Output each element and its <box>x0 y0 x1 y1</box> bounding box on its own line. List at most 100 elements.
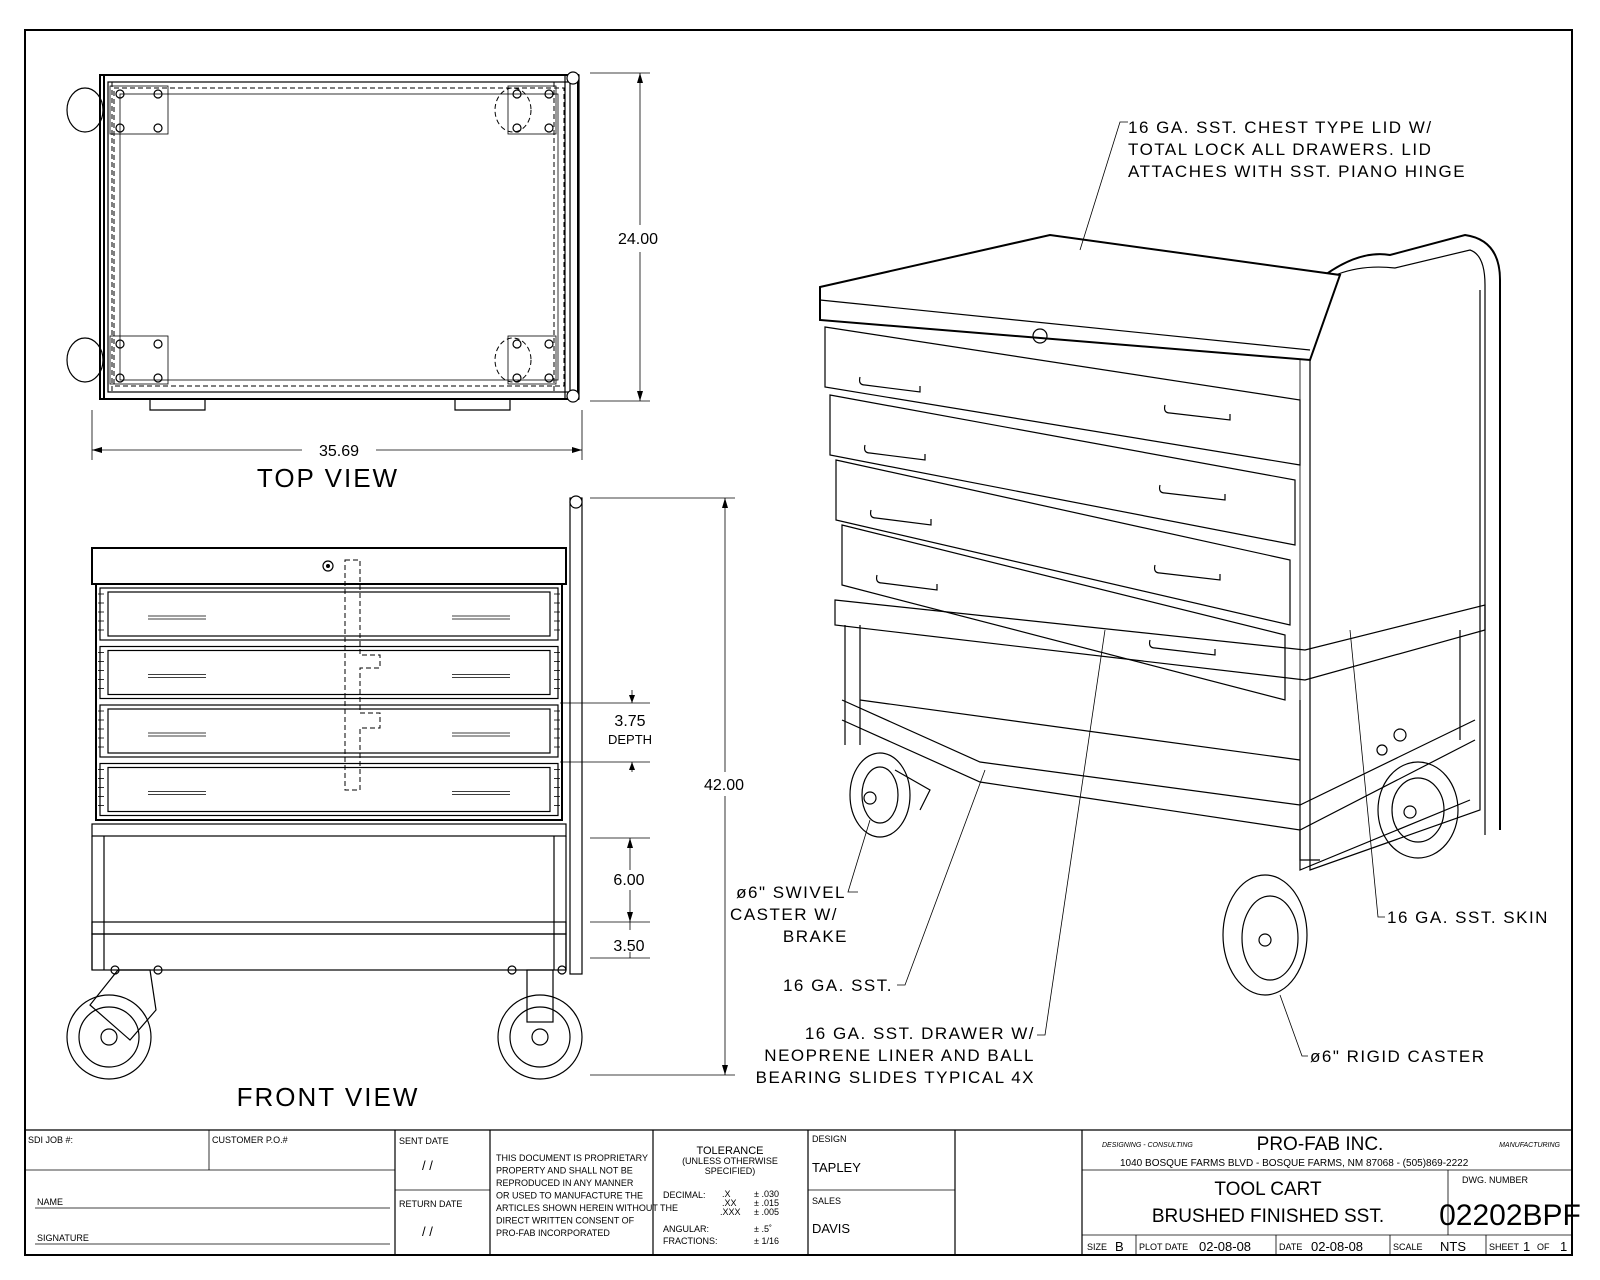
drawer-handle <box>148 732 206 737</box>
dim-bottom-section: 6.00 <box>613 872 644 889</box>
drawing-title-2: BRUSHED FINISHED SST. <box>1152 1206 1384 1227</box>
proprietary-line: ARTICLES SHOWN HEREIN WITHOUT THE <box>496 1203 678 1213</box>
plot-date-value: 02-08-08 <box>1199 1239 1251 1254</box>
callout-swivel-2: CASTER W/ <box>730 905 838 924</box>
sales-value: DAVIS <box>812 1221 850 1236</box>
proprietary-line: PROPERTY AND SHALL NOT BE <box>496 1166 633 1176</box>
proprietary-line: DIRECT WRITTEN CONSENT OF <box>496 1216 635 1226</box>
size-label: SIZE <box>1087 1242 1107 1252</box>
iso-drawer <box>835 459 1291 626</box>
sheet-border <box>24 29 1573 1256</box>
company-name: PRO-FAB INC. <box>1257 1134 1384 1155</box>
lock-icon-iso <box>1032 328 1048 344</box>
callout-rigid: ø6" RIGID CASTER <box>1310 1047 1486 1066</box>
proprietary-line: OR USED TO MANUFACTURE THE <box>496 1191 643 1201</box>
callout-swivel-1: ø6" SWIVEL <box>736 883 846 902</box>
front-drawer <box>98 704 560 758</box>
sheet-label: SHEET <box>1489 1242 1520 1252</box>
iso-drawer <box>824 326 1301 466</box>
dim-overall-height: 42.00 <box>704 777 744 794</box>
return-date-value: / / <box>422 1224 433 1239</box>
drawer-handle <box>452 732 510 737</box>
decimal-label: DECIMAL: <box>663 1190 706 1200</box>
drawer-handle <box>1148 639 1216 656</box>
size-value: B <box>1115 1239 1124 1254</box>
angular-value: ± .5˚ <box>754 1224 772 1234</box>
front-drawer <box>98 587 560 641</box>
title-block: SDI JOB #: CUSTOMER P.O.# NAME SIGNATURE… <box>25 1129 1581 1255</box>
sent-date-label: SENT DATE <box>399 1136 449 1146</box>
angular-label: ANGULAR: <box>663 1224 709 1234</box>
proprietary-line: THIS DOCUMENT IS PROPRIETARY <box>496 1153 648 1163</box>
return-date-label: RETURN DATE <box>399 1199 462 1209</box>
name-label: NAME <box>37 1197 63 1207</box>
drawer-handle <box>869 509 932 526</box>
top-view-title: TOP VIEW <box>257 463 399 493</box>
design-label: DESIGN <box>812 1134 847 1144</box>
drawer-handle <box>452 791 510 795</box>
lock-icon <box>322 560 334 572</box>
fractions-value: ± 1/16 <box>754 1236 779 1246</box>
dim-drawer-depth: 3.75 <box>614 713 645 730</box>
isometric-view <box>819 233 1501 996</box>
design-value: TAPLEY <box>812 1160 861 1175</box>
callout-swivel-3: BRAKE <box>783 927 848 946</box>
callouts: 16 GA. SST. CHEST TYPE LID W/ TOTAL LOCK… <box>730 118 1549 1087</box>
tolerance-sub-1: (UNLESS OTHERWISE <box>682 1156 778 1166</box>
drawer-handle <box>148 674 206 678</box>
sent-date-value: / / <box>422 1158 433 1173</box>
callout-drawer-3: BEARING SLIDES TYPICAL 4X <box>756 1068 1035 1087</box>
callout-lid-1: 16 GA. SST. CHEST TYPE LID W/ <box>1128 118 1433 137</box>
drawer-handle <box>858 376 921 393</box>
drawer-handle <box>452 674 510 678</box>
scale-label: SCALE <box>1393 1242 1423 1252</box>
callout-drawer-1: 16 GA. SST. DRAWER W/ <box>805 1024 1035 1043</box>
signature-label: SIGNATURE <box>37 1233 89 1243</box>
dwg-number: 02202BPF <box>1439 1199 1581 1232</box>
iso-drawer <box>841 524 1286 701</box>
sales-label: SALES <box>812 1196 841 1206</box>
callout-base-sst: 16 GA. SST. <box>783 976 893 995</box>
drawer-handle <box>148 615 206 620</box>
decimal-xxx: .XXX <box>720 1207 741 1217</box>
dwg-number-label: DWG. NUMBER <box>1462 1175 1528 1185</box>
drawer-handle <box>1163 404 1231 421</box>
sheet-value: 1 <box>1523 1239 1530 1254</box>
drawer-handle <box>875 574 938 591</box>
iso-drawer <box>829 394 1296 546</box>
of-label: OF <box>1537 1242 1550 1252</box>
tolerance-title: TOLERANCE <box>696 1145 763 1157</box>
callout-lid-2: TOTAL LOCK ALL DRAWERS. LID <box>1128 140 1432 159</box>
proprietary-line: PRO-FAB INCORPORATED <box>496 1228 610 1238</box>
of-value: 1 <box>1560 1239 1567 1254</box>
proprietary-line: REPRODUCED IN ANY MANNER <box>496 1178 634 1188</box>
front-drawer <box>98 645 560 700</box>
drawer-handle <box>863 444 926 461</box>
fractions-label: FRACTIONS: <box>663 1236 718 1246</box>
decimal-xx: .XX <box>722 1198 737 1208</box>
tolerance-sub-2: SPECIFIED) <box>705 1166 756 1176</box>
tol-xxx: ± .005 <box>754 1207 779 1217</box>
tol-xx: ± .015 <box>754 1198 779 1208</box>
drawer-handle <box>1153 564 1221 581</box>
drawer-handle <box>452 615 510 620</box>
drawing-title-1: TOOL CART <box>1214 1179 1322 1200</box>
drawer-handle <box>148 791 206 795</box>
decimal-x: .X <box>722 1189 731 1199</box>
callout-lid-3: ATTACHES WITH SST. PIANO HINGE <box>1128 162 1466 181</box>
date-value: 02-08-08 <box>1311 1239 1363 1254</box>
dim-drawer-depth-label: DEPTH <box>608 732 652 747</box>
plot-date-label: PLOT DATE <box>1139 1242 1188 1252</box>
scale-value: NTS <box>1440 1239 1466 1254</box>
customer-po-label: CUSTOMER P.O.# <box>212 1135 288 1145</box>
date-label: DATE <box>1279 1242 1302 1252</box>
company-address: 1040 BOSQUE FARMS BLVD - BOSQUE FARMS, N… <box>1120 1158 1469 1169</box>
callout-drawer-2: NEOPRENE LINER AND BALL <box>764 1046 1035 1065</box>
front-view-title: FRONT VIEW <box>237 1082 420 1112</box>
dim-base-section: 3.50 <box>613 938 644 955</box>
dim-top-depth: 24.00 <box>618 231 658 248</box>
callout-skin: 16 GA. SST. SKIN <box>1387 908 1549 927</box>
dim-top-width: 35.69 <box>319 443 359 460</box>
sdi-job-label: SDI JOB #: <box>28 1135 73 1145</box>
